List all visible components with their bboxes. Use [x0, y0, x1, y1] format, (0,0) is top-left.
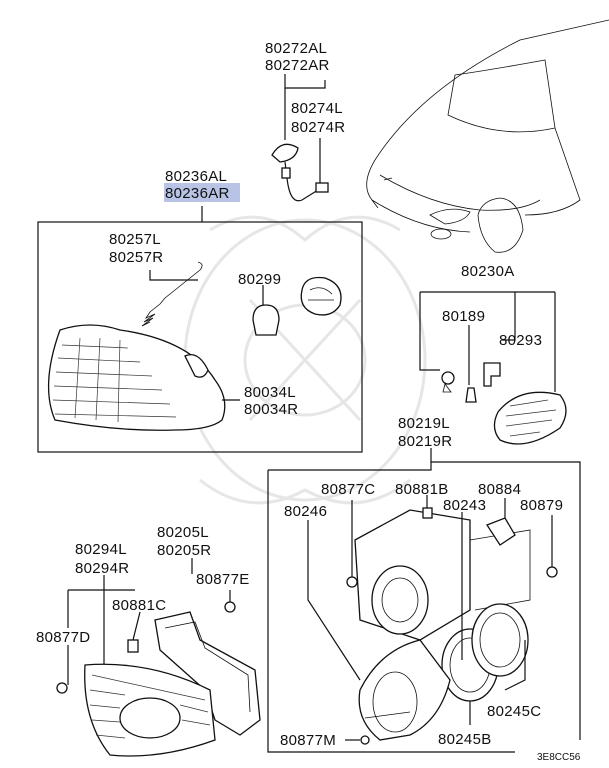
- label-80299[interactable]: 80299: [238, 271, 281, 288]
- label-80230A[interactable]: 80230A: [461, 263, 515, 280]
- label-80245C[interactable]: 80245C: [487, 703, 541, 720]
- car-outline: [366, 19, 609, 253]
- label-80877M[interactable]: 80877M: [280, 732, 336, 749]
- label-80205R[interactable]: 80205R: [157, 542, 211, 559]
- label-80877C[interactable]: 80877C: [321, 481, 375, 498]
- label-80881B[interactable]: 80881B: [395, 481, 449, 498]
- label-80219R[interactable]: 80219R: [398, 433, 452, 450]
- watermark-emblem: [183, 215, 427, 505]
- label-80881C[interactable]: 80881C: [112, 597, 166, 614]
- label-80189[interactable]: 80189: [442, 308, 485, 325]
- label-80294L[interactable]: 80294L: [75, 541, 127, 558]
- label-80272AR[interactable]: 80272AR: [265, 57, 330, 74]
- label-80245B[interactable]: 80245B: [438, 731, 492, 748]
- label-80879[interactable]: 80879: [520, 497, 563, 514]
- diagram-code: 3E8CC56: [537, 752, 581, 763]
- part-labels: 80272AL 80272AR 80274L 80274R 80236AL 80…: [36, 40, 581, 763]
- label-80219L[interactable]: 80219L: [398, 415, 450, 432]
- fog-lamp-box: [267, 448, 581, 753]
- label-80205L[interactable]: 80205L: [157, 524, 209, 541]
- label-80257R[interactable]: 80257R: [109, 249, 163, 266]
- label-80877E[interactable]: 80877E: [196, 571, 250, 588]
- label-80246[interactable]: 80246: [284, 503, 327, 520]
- label-80294R[interactable]: 80294R: [75, 560, 129, 577]
- label-80034R[interactable]: 80034R: [244, 401, 298, 418]
- label-80034L[interactable]: 80034L: [244, 384, 296, 401]
- label-80236AL[interactable]: 80236AL: [165, 168, 227, 185]
- highlight-80236AR: [164, 183, 240, 202]
- turn-lamp-box: [37, 206, 363, 453]
- label-80274L[interactable]: 80274L: [291, 100, 343, 117]
- label-80293[interactable]: 80293: [499, 332, 542, 349]
- label-80884[interactable]: 80884: [478, 481, 521, 498]
- label-80272AL[interactable]: 80272AL: [265, 40, 327, 57]
- fog-bezel-group: [56, 558, 261, 757]
- label-80257L[interactable]: 80257L: [109, 231, 161, 248]
- side-marker-group: [419, 291, 567, 445]
- label-80236AR[interactable]: 80236AR: [165, 185, 230, 202]
- label-80243[interactable]: 80243: [443, 497, 486, 514]
- label-80274R[interactable]: 80274R: [291, 119, 345, 136]
- washer-nozzle-group: [271, 74, 329, 202]
- label-80877D[interactable]: 80877D: [36, 629, 90, 646]
